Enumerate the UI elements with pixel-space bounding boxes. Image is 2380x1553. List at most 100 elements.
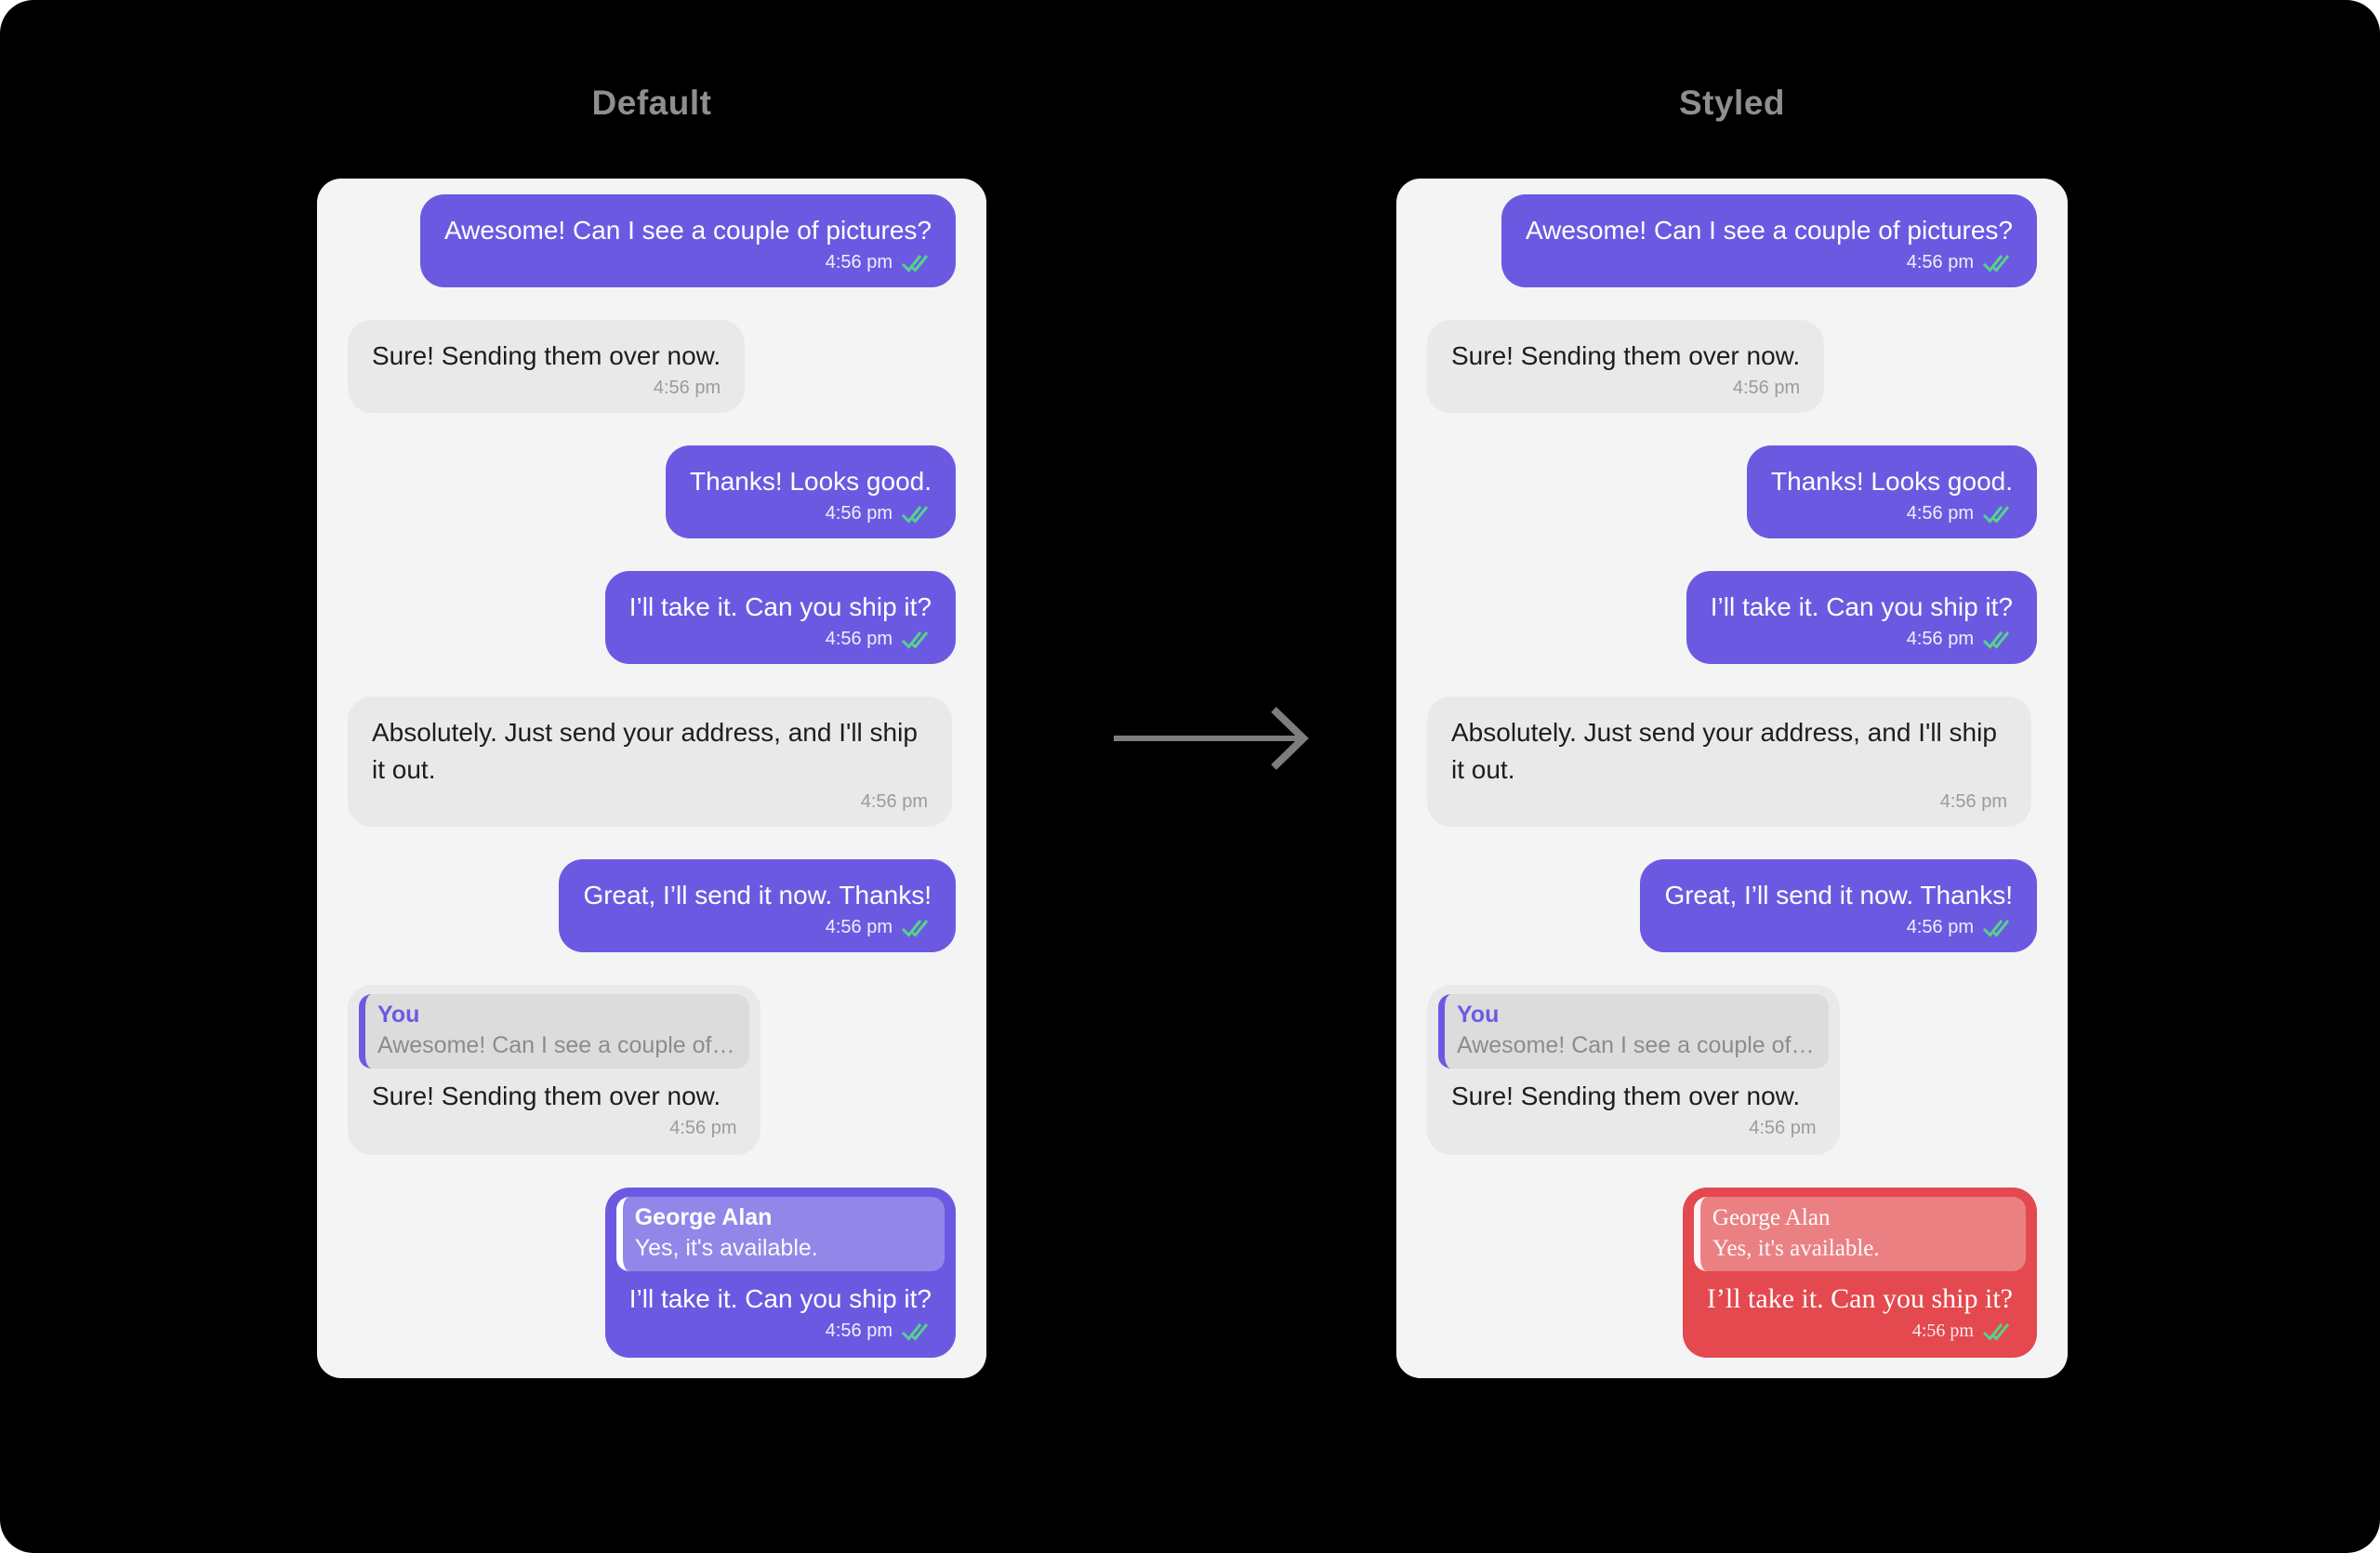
message-bubble-sent-styled[interactable]: George Alan Yes, it's available. I’ll ta… [1682,1188,2037,1358]
message-bubble-sent[interactable]: I’ll take it. Can you ship it? 4:56 pm [604,571,956,664]
read-receipt-icon [901,918,932,938]
message-bubble-received[interactable]: Absolutely. Just send your address, and … [348,697,952,827]
message-text: Awesome! Can I see a couple of pictures? [1525,216,2013,245]
message-bubble-sent[interactable]: I’ll take it. Can you ship it? 4:56 pm [1686,571,2037,664]
read-receipt-icon [901,504,932,524]
quote-text: Awesome! Can I see a couple of… [1457,1032,1815,1058]
message-text: I’ll take it. Can you ship it? [628,592,932,621]
message-text: Great, I’ll send it now. Thanks! [583,881,932,909]
message-row: George Alan Yes, it's available. I’ll ta… [348,1188,956,1358]
message-text: Sure! Sending them over now. [372,1082,721,1110]
timestamp: 4:56 pm [1732,378,1801,398]
message-row: Thanks! Looks good. 4:56 pm [1427,445,2037,538]
timestamp: 4:56 pm [1906,503,1974,524]
message-meta: 4:56 pm [372,376,721,401]
quote-author: You [1457,1002,1500,1028]
read-receipt-icon [901,1321,932,1342]
message-row: Absolutely. Just send your address, and … [348,697,956,827]
message-text: I’ll take it. Can you ship it? [1706,1283,2013,1314]
quoted-message[interactable]: You Awesome! Can I see a couple of… [1438,994,1830,1069]
arrow-right-icon [1108,697,1322,784]
message-bubble-received[interactable]: Absolutely. Just send your address, and … [1427,697,2031,827]
timestamp: 4:56 pm [860,791,928,812]
read-receipt-icon [1982,504,2013,524]
message-meta: 4:56 pm [616,1319,932,1344]
quote-text: Yes, it's available. [634,1235,818,1261]
message-bubble-sent[interactable]: Thanks! Looks good. 4:56 pm [1747,445,2037,538]
quoted-message[interactable]: George Alan Yes, it's available. [615,1197,945,1271]
message-text: Thanks! Looks good. [1771,467,2013,496]
timestamp: 4:56 pm [825,917,892,937]
message-text: Absolutely. Just send your address, and … [372,718,918,784]
message-text: Sure! Sending them over now. [1451,341,1801,370]
message-meta: 4:56 pm [359,1116,736,1141]
message-text: I’ll take it. Can you ship it? [1710,592,2013,621]
timestamp: 4:56 pm [1749,1118,1817,1138]
default-panel-title: Default [591,84,712,122]
message-row: I’ll take it. Can you ship it? 4:56 pm [348,571,956,664]
message-meta: 4:56 pm [1711,627,2013,652]
timestamp: 4:56 pm [825,503,892,524]
message-bubble-sent[interactable]: Awesome! Can I see a couple of pictures?… [1501,194,2037,287]
chat-panel-styled: Awesome! Can I see a couple of pictures?… [1396,179,2068,1378]
message-meta: 4:56 pm [583,915,932,940]
read-receipt-icon [1982,1321,2013,1342]
message-bubble-sent[interactable]: George Alan Yes, it's available. I’ll ta… [604,1188,956,1358]
message-row: George Alan Yes, it's available. I’ll ta… [1427,1188,2037,1358]
message-row: Absolutely. Just send your address, and … [1427,697,2037,827]
message-row: I’ll take it. Can you ship it? 4:56 pm [1427,571,2037,664]
message-meta: 4:56 pm [1438,1116,1816,1141]
message-bubble-received[interactable]: Sure! Sending them over now. 4:56 pm [1427,320,1825,413]
timestamp: 4:56 pm [1939,791,2007,812]
read-receipt-icon [901,253,932,273]
message-row: Awesome! Can I see a couple of pictures?… [1427,194,2037,287]
message-meta: 4:56 pm [1771,501,2013,526]
timestamp: 4:56 pm [1906,252,1974,272]
message-row: Sure! Sending them over now. 4:56 pm [348,320,956,413]
message-row: Thanks! Looks good. 4:56 pm [348,445,956,538]
read-receipt-icon [1982,630,2013,650]
message-row: Sure! Sending them over now. 4:56 pm [1427,320,2037,413]
message-row: Awesome! Can I see a couple of pictures?… [348,194,956,287]
timestamp: 4:56 pm [1906,629,1974,649]
quote-text: Awesome! Can I see a couple of… [377,1032,735,1058]
message-text: Sure! Sending them over now. [372,341,721,370]
read-receipt-icon [901,630,932,650]
message-text: Great, I’ll send it now. Thanks! [1664,881,2013,909]
message-row: Great, I’ll send it now. Thanks! 4:56 pm [348,859,956,952]
quote-author: George Alan [1712,1205,1831,1230]
quote-author: You [377,1002,420,1028]
chat-panel-default: Awesome! Can I see a couple of pictures?… [317,179,986,1378]
message-bubble-sent[interactable]: Awesome! Can I see a couple of pictures?… [419,194,956,287]
message-text: I’ll take it. Can you ship it? [628,1284,932,1313]
message-text: Awesome! Can I see a couple of pictures? [443,216,932,245]
quote-text: Yes, it's available. [1712,1236,1880,1261]
timestamp: 4:56 pm [825,252,892,272]
message-bubble-received[interactable]: Sure! Sending them over now. 4:56 pm [348,320,746,413]
message-meta: 4:56 pm [629,627,932,652]
message-row: You Awesome! Can I see a couple of… Sure… [1427,985,2037,1155]
timestamp: 4:56 pm [1911,1321,1974,1341]
read-receipt-icon [1982,918,2013,938]
message-meta: 4:56 pm [1694,1319,2013,1344]
message-meta: 4:56 pm [1451,790,2007,815]
message-row: Great, I’ll send it now. Thanks! 4:56 pm [1427,859,2037,952]
message-text: Absolutely. Just send your address, and … [1451,718,1997,784]
message-meta: 4:56 pm [690,501,932,526]
message-row: You Awesome! Can I see a couple of… Sure… [348,985,956,1155]
message-bubble-sent[interactable]: Thanks! Looks good. 4:56 pm [666,445,956,538]
message-bubble-received[interactable]: You Awesome! Can I see a couple of… Sure… [1427,985,1841,1155]
message-meta: 4:56 pm [444,250,932,275]
message-bubble-received[interactable]: You Awesome! Can I see a couple of… Sure… [348,985,761,1155]
quoted-message[interactable]: George Alan Yes, it's available. [1693,1197,2026,1271]
read-receipt-icon [1982,253,2013,273]
quoted-message[interactable]: You Awesome! Can I see a couple of… [359,994,750,1069]
message-text: Sure! Sending them over now. [1451,1082,1801,1110]
timestamp: 4:56 pm [825,629,892,649]
timestamp: 4:56 pm [653,378,721,398]
message-meta: 4:56 pm [1664,915,2013,940]
message-meta: 4:56 pm [1526,250,2013,275]
message-meta: 4:56 pm [1451,376,1800,401]
message-bubble-sent[interactable]: Great, I’ll send it now. Thanks! 4:56 pm [559,859,956,952]
message-bubble-sent[interactable]: Great, I’ll send it now. Thanks! 4:56 pm [1640,859,2037,952]
